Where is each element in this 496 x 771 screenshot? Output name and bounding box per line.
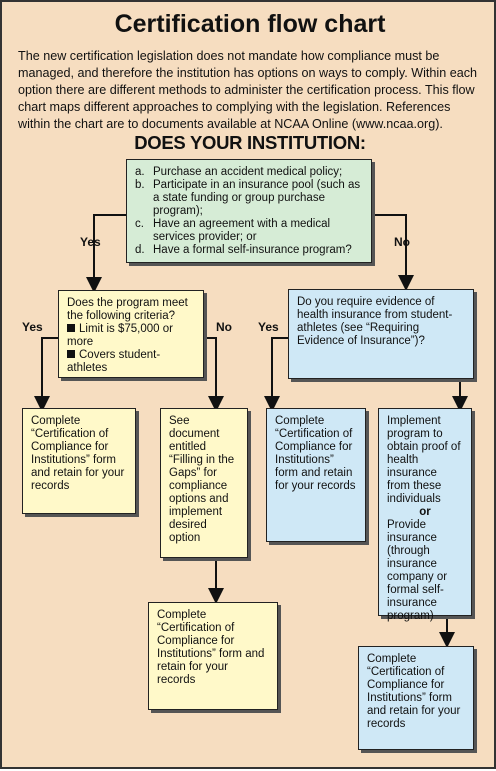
filling-gaps-box: See document entitled “Filling in the Ga… — [160, 408, 248, 558]
arrow-left-no — [204, 337, 224, 412]
option-b: b.Participate in an insurance pool (such… — [135, 179, 361, 217]
complete-form-box-right: Complete “Certification of Compliance fo… — [266, 408, 366, 542]
left-question-box: Does the program meet the following crit… — [58, 290, 204, 378]
bullet-square-icon — [67, 324, 75, 332]
bullet-square-icon — [67, 350, 75, 358]
option-c: c.Have an agreement with a medical servi… — [135, 218, 331, 243]
complete-form-box-left: Complete “Certification of Compliance fo… — [22, 408, 136, 514]
label-no-top: No — [394, 235, 410, 249]
criteria-limit: Limit is $75,000 or more — [67, 323, 173, 348]
complete-form-box-center: Complete “Certification of Compliance fo… — [148, 602, 278, 710]
arrow-right-yes — [264, 337, 288, 412]
subheading: DOES YOUR INSTITUTION: — [134, 132, 366, 153]
arrow-top-yes — [86, 214, 126, 293]
label-yes-right: Yes — [258, 320, 279, 334]
criteria-covers: Covers student-athletes — [67, 349, 161, 374]
chart-title: Certification flow chart — [114, 10, 386, 38]
implement-text: Implement program to obtain proof of hea… — [387, 415, 461, 505]
right-question-box: Do you require evidence of health insura… — [288, 289, 474, 379]
label-no-left: No — [216, 320, 232, 334]
or-text: or — [419, 506, 431, 518]
top-question-box: a.Purchase an accident medical policy; b… — [126, 159, 372, 263]
arrow-left-yes — [34, 337, 58, 412]
intro-paragraph: The new certification legislation does n… — [18, 49, 478, 131]
left-question-text: Does the program meet the following crit… — [67, 297, 188, 322]
option-a: a.Purchase an accident medical policy; — [135, 166, 343, 178]
label-yes-left: Yes — [22, 320, 43, 334]
provide-insurance-text: Provide insurance (through insurance com… — [387, 519, 448, 622]
option-d: d.Have a formal self-insurance program? — [135, 244, 352, 256]
label-yes-top: Yes — [80, 235, 101, 249]
implement-program-box: Implement program to obtain proof of hea… — [378, 408, 472, 622]
arrow-top-no — [372, 214, 414, 291]
complete-form-box-far-right: Complete “Certification of Compliance fo… — [358, 646, 474, 750]
right-question-text: Do you require evidence of health insura… — [297, 296, 453, 347]
